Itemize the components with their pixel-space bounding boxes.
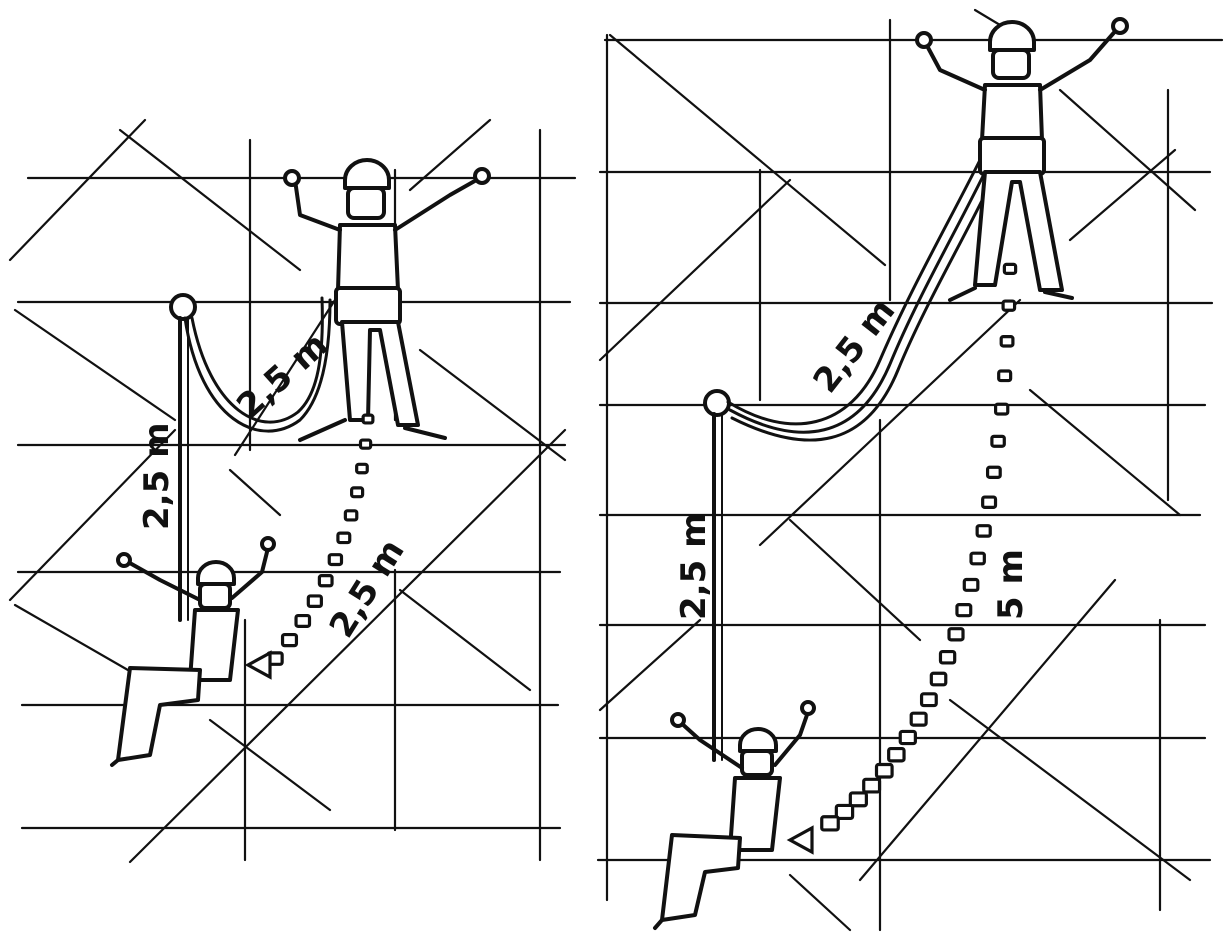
fall-path-marker [940, 652, 954, 663]
fall-path-marker [964, 579, 978, 590]
fall-path-marker [363, 415, 373, 423]
fall-path-marker [983, 497, 996, 507]
fall-path-marker [329, 555, 341, 565]
fall-path-marker [977, 526, 990, 536]
right-wall-grid [598, 10, 1222, 930]
fall-path-marker [931, 673, 945, 685]
right-panel: 2,5 m 2,5 m 5 m [598, 10, 1222, 930]
fall-path-marker [338, 533, 350, 542]
right-upper-climber [917, 19, 1127, 300]
fall-path-marker [971, 553, 984, 564]
fall-path-marker [864, 779, 880, 792]
fall-path-marker [988, 467, 1001, 477]
right-lower-climber [655, 702, 814, 928]
fall-path-marker [850, 793, 866, 806]
fall-path-marker [889, 749, 904, 761]
right-rope-label: 2,5 m [806, 291, 904, 400]
fall-path-marker [996, 404, 1008, 414]
fall-path-marker [360, 440, 370, 448]
fall-path-marker [957, 605, 971, 616]
fall-path-marker [345, 511, 356, 520]
fall-path-marker [1003, 301, 1014, 310]
fall-path-marker [822, 817, 839, 830]
fall-path-marker [1004, 264, 1015, 273]
left-panel: 2,5 m 2,5 m 2,5 m [10, 120, 575, 862]
fall-path-marker [876, 765, 892, 777]
fall-path-marker [911, 713, 926, 725]
fall-path-marker [1001, 337, 1013, 346]
right-fall-label: 5 m [991, 549, 1031, 620]
left-anchor-drop-label: 2,5 m [137, 423, 177, 531]
fall-path-arrowhead [248, 653, 270, 677]
fall-path-marker [357, 464, 368, 472]
left-rope-label: 2,5 m [229, 325, 336, 427]
fall-path-marker [900, 731, 915, 743]
fall-path-marker [296, 616, 309, 627]
fall-path-marker [308, 596, 321, 606]
fall-path-arrowhead [790, 828, 812, 852]
right-anchor-drop-label: 2,5 m [674, 513, 714, 621]
fall-path-marker [922, 694, 937, 706]
fall-path-marker [283, 635, 297, 646]
fall-path-marker [999, 371, 1011, 381]
left-wall-grid [10, 120, 575, 862]
fall-path-marker [352, 488, 363, 497]
fall-path-marker [949, 629, 963, 640]
fall-path-marker [992, 436, 1004, 446]
fall-path-marker [319, 576, 332, 586]
